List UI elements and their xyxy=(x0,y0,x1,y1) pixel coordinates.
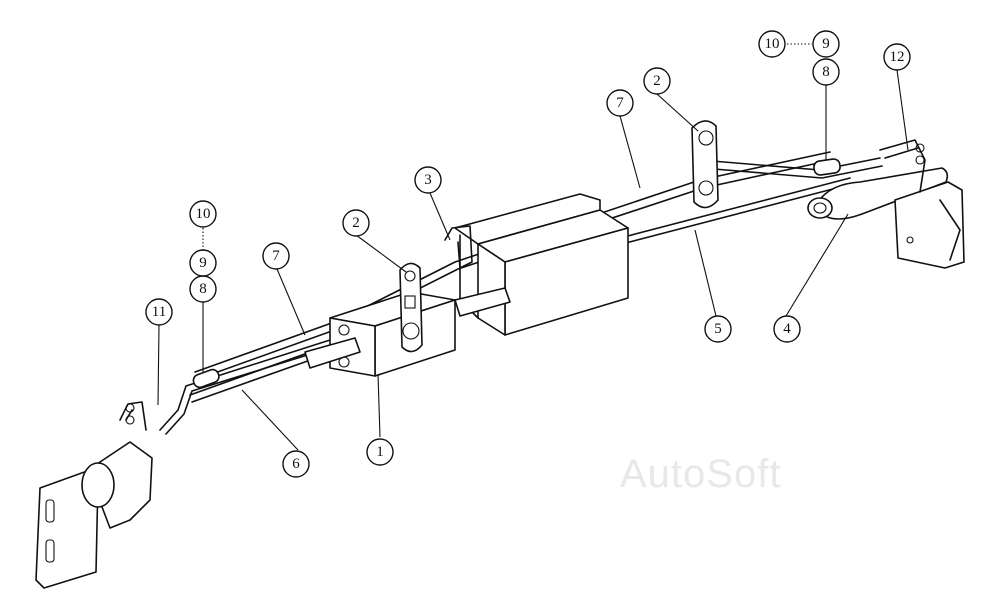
svg-text:1: 1 xyxy=(376,444,384,460)
svg-text:2: 2 xyxy=(352,215,360,231)
right-rod xyxy=(699,157,883,179)
svg-text:2: 2 xyxy=(653,73,661,89)
svg-text:3: 3 xyxy=(424,172,432,188)
callout-9-left: 9 xyxy=(189,249,217,277)
svg-text:8: 8 xyxy=(822,64,830,80)
callout-4: 4 xyxy=(773,315,801,343)
rear-housing xyxy=(454,193,629,336)
svg-text:10: 10 xyxy=(765,36,780,52)
callout-2-right: 2 xyxy=(643,67,671,95)
callout-leaders xyxy=(157,43,909,451)
callout-11: 11 xyxy=(145,298,173,326)
svg-text:12: 12 xyxy=(890,49,905,65)
left-bracket-11 xyxy=(35,401,153,589)
watermark-text: AutoSoft xyxy=(620,452,782,496)
callout-10-left: 10 xyxy=(189,200,217,228)
svg-text:6: 6 xyxy=(292,456,300,472)
left-rod xyxy=(159,339,334,435)
bushing-8-left xyxy=(192,368,220,389)
callout-10-right: 10 xyxy=(758,30,786,58)
callout-6: 6 xyxy=(282,450,310,478)
callout-7-right: 7 xyxy=(606,89,634,117)
svg-text:7: 7 xyxy=(616,95,624,111)
callout-12: 12 xyxy=(883,43,911,71)
callout-8-left: 8 xyxy=(189,275,217,303)
svg-text:8: 8 xyxy=(199,281,207,297)
callout-3: 3 xyxy=(414,166,442,194)
clip-3 xyxy=(444,225,473,269)
handle-4 xyxy=(807,167,949,220)
callout-1: 1 xyxy=(366,438,394,466)
callout-5: 5 xyxy=(704,315,732,343)
svg-text:10: 10 xyxy=(196,206,211,222)
right-bracket-12 xyxy=(879,139,965,269)
svg-text:5: 5 xyxy=(714,321,722,337)
svg-text:7: 7 xyxy=(272,248,280,264)
callout-9-right: 9 xyxy=(812,30,840,58)
svg-text:9: 9 xyxy=(822,36,830,52)
lever-plate-2-right xyxy=(691,120,719,209)
svg-text:9: 9 xyxy=(199,255,207,271)
bushing-8-right xyxy=(813,158,841,176)
svg-text:4: 4 xyxy=(783,321,791,337)
svg-text:11: 11 xyxy=(152,304,166,320)
callout-7-left: 7 xyxy=(262,242,290,270)
callout-8-right: 8 xyxy=(812,58,840,86)
callout-2-left: 2 xyxy=(342,209,370,237)
lever-plate-2-left xyxy=(399,262,423,353)
